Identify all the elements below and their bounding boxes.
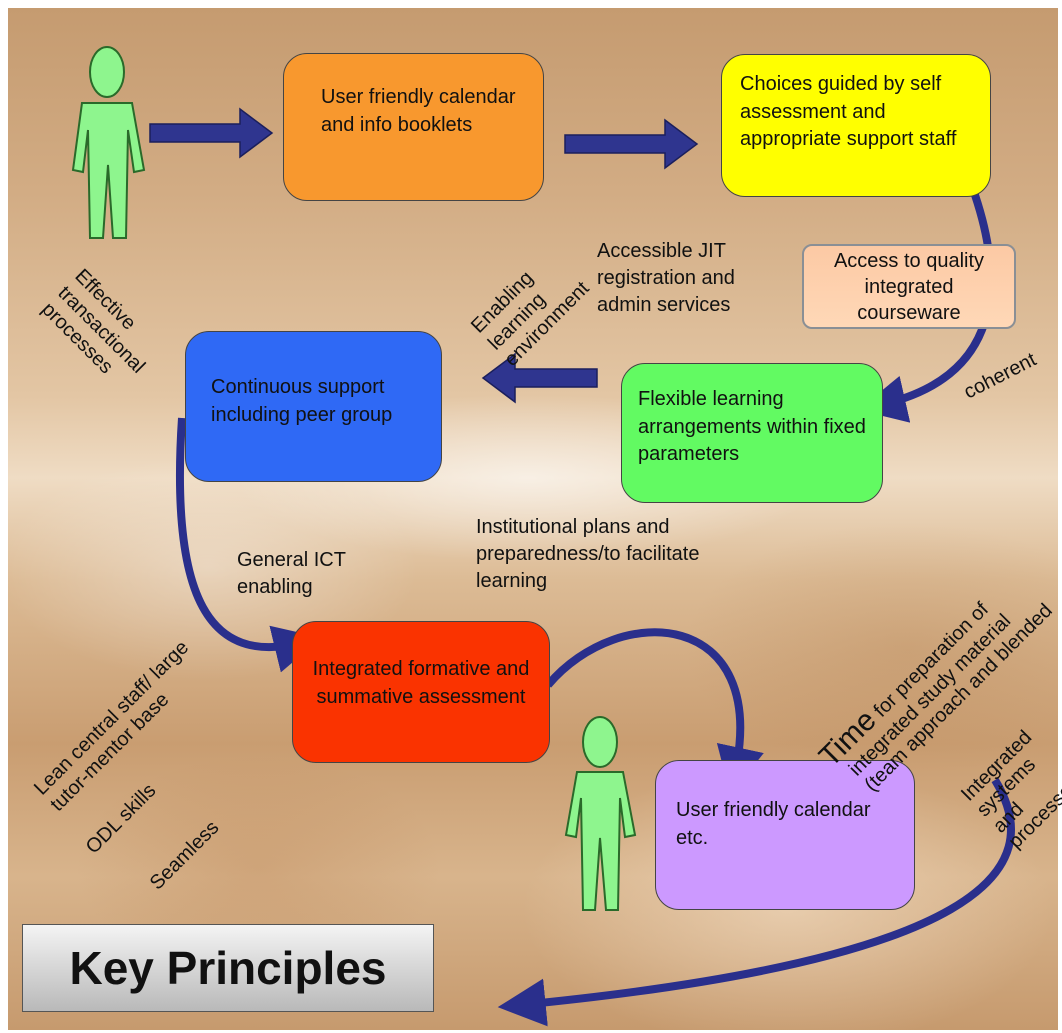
label-accessible-jit: Accessible JIT registration and admin se…	[597, 240, 735, 316]
box-continuous: Continuous support including peer group	[185, 331, 442, 482]
box-calendar-info: User friendly calendar and info booklets	[283, 53, 544, 201]
curved-arrow-to-assessment	[175, 417, 322, 673]
box-continuous-text: Continuous support including peer group	[211, 376, 393, 426]
box-calendar-etc: User friendly calendar etc.	[655, 760, 915, 910]
box-flexible: Flexible learning arrangements within fi…	[621, 363, 883, 503]
person-icon	[564, 716, 637, 911]
box-calendar-etc-text: User friendly calendar etc.	[676, 799, 871, 849]
arrow-icon	[149, 107, 274, 159]
curved-arrow-to-flexible	[858, 193, 995, 423]
arrow-icon	[564, 118, 699, 170]
title-box: Key Principles	[22, 924, 434, 1012]
box-calendar-info-text: User friendly calendar and info booklets	[321, 86, 516, 136]
arrow-icon	[481, 352, 598, 404]
label-institutional-plans: Institutional plans and preparedness/to …	[476, 516, 700, 593]
box-flexible-text: Flexible learning arrangements within fi…	[638, 388, 866, 466]
box-assessment-text: Integrated formative and summative asses…	[312, 658, 530, 708]
box-assessment: Integrated formative and summative asses…	[292, 621, 550, 763]
box-choices: Choices guided by self assessment and ap…	[721, 54, 991, 197]
box-choices-text: Choices guided by self assessment and ap…	[740, 73, 957, 151]
page-title: Key Principles	[69, 942, 387, 994]
person-icon	[71, 46, 146, 239]
label-general-ict: General ICT enabling	[237, 549, 346, 599]
curved-arrow-to-calendar-etc	[544, 628, 764, 795]
curved-arrow-to-title	[497, 777, 1016, 1027]
box-courseware-text: Access to quality integrated courseware	[833, 250, 985, 324]
box-courseware: Access to quality integrated courseware	[802, 244, 1016, 329]
